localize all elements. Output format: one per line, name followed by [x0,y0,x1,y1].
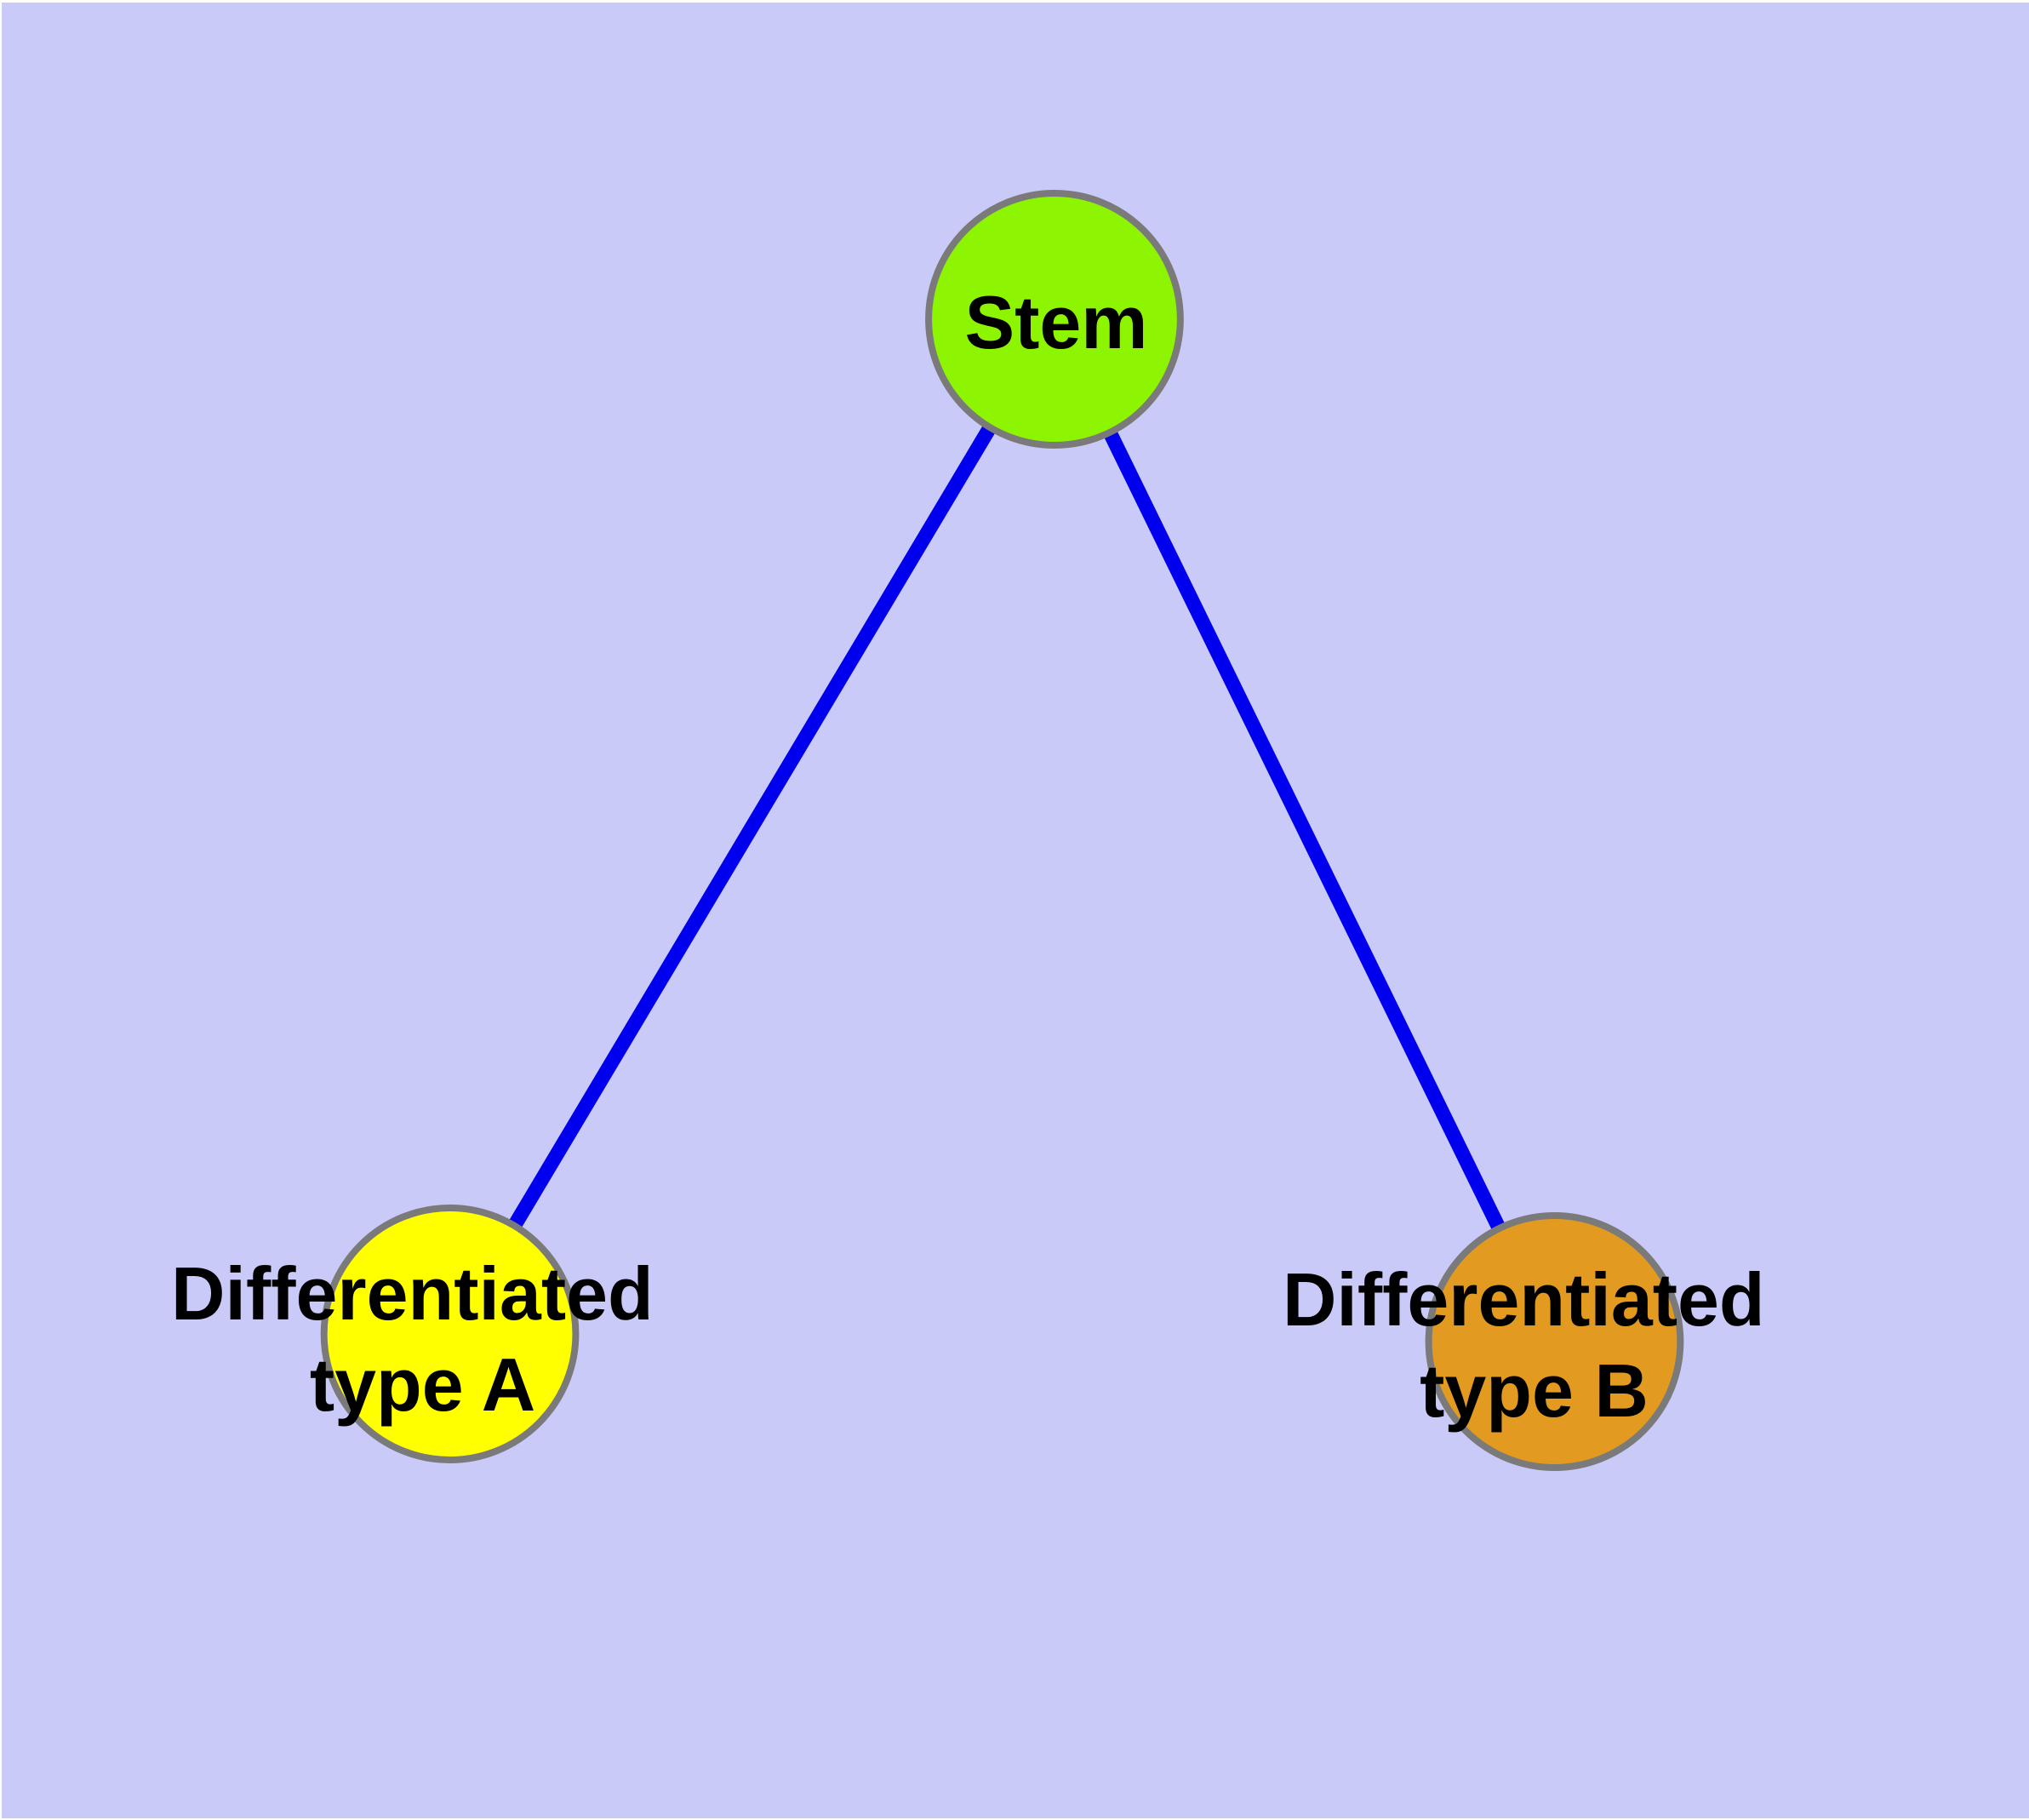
node-type-b-label-line1: Differentiated [1283,1257,1765,1342]
graph-canvas: Stem Differentiated type A Differentiate… [2,3,2029,1818]
node-differentiated-type-a [320,1205,580,1463]
node-type-a-label-line2: type A [310,1342,535,1427]
node-stem [925,190,1184,449]
node-type-b-label-line2: type B [1420,1348,1649,1433]
node-differentiated-type-b [1425,1212,1684,1471]
node-stem-label: Stem [964,280,1147,364]
edge-stem-to-type-a [443,315,1061,1338]
node-type-b-label: Differentiated type B [1283,1257,1786,1433]
node-type-a-label-line1: Differentiated [171,1251,654,1336]
edge-stem-to-type-b [1048,316,1562,1345]
node-type-a-label: Differentiated type A [171,1251,674,1427]
